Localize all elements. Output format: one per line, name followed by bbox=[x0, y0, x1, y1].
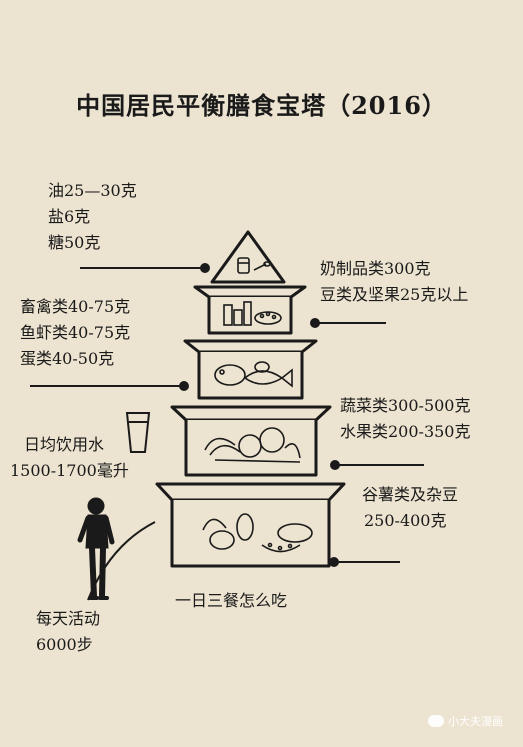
label-top-tier: 油25—30克 盐6克 糖50克 bbox=[48, 178, 137, 256]
label-activity: 每天活动 6000步 bbox=[36, 606, 100, 658]
caption: 一日三餐怎么吃 bbox=[175, 591, 288, 610]
pagoda-tier4-cap bbox=[170, 405, 332, 422]
pagoda-base-cap bbox=[155, 482, 346, 502]
label-meat: 畜禽类40-75克 bbox=[20, 297, 131, 316]
label-dairy: 奶制品类300克 bbox=[320, 259, 431, 278]
milk-beans-icon bbox=[223, 301, 282, 326]
label-base: 谷薯类及杂豆 250-400克 bbox=[362, 482, 458, 534]
watermark: 小大夫漫画 bbox=[428, 713, 503, 729]
label-grains: 谷薯类及杂豆 bbox=[362, 485, 459, 504]
food-sketches bbox=[202, 257, 313, 553]
label-water-amount: 1500-1700毫升 bbox=[10, 461, 129, 480]
label-fish: 鱼虾类40-75克 bbox=[20, 323, 131, 342]
path-curve bbox=[87, 521, 156, 601]
label-water: 日均饮用水 1500-1700毫升 bbox=[10, 432, 129, 484]
pagoda-tier3-cap bbox=[183, 339, 318, 354]
label-vegetables: 蔬菜类300-500克 bbox=[340, 396, 471, 415]
label-grains-amount: 250-400克 bbox=[364, 511, 447, 530]
label-beans-nuts: 豆类及坚果25克以上 bbox=[320, 285, 469, 304]
meat-fish-egg-icon bbox=[214, 361, 293, 388]
label-tier3: 畜禽类40-75克 鱼虾类40-75克 蛋类40-50克 bbox=[20, 294, 130, 372]
water-glass-icon bbox=[125, 412, 151, 453]
oil-salt-icon bbox=[237, 257, 271, 274]
label-water-title: 日均饮用水 bbox=[24, 435, 105, 454]
watermark-text: 小大夫漫画 bbox=[448, 715, 503, 728]
label-salt: 盐6克 bbox=[48, 207, 91, 226]
chat-icon bbox=[428, 715, 444, 727]
grains-tubers-icon bbox=[202, 513, 313, 553]
label-tier2: 奶制品类300克 豆类及坚果25克以上 bbox=[320, 256, 468, 308]
pagoda-tier2-cap bbox=[193, 285, 307, 299]
label-activity-title: 每天活动 bbox=[36, 609, 101, 628]
label-tier4: 蔬菜类300-500克 水果类200-350克 bbox=[340, 393, 471, 445]
pagoda-top-roof bbox=[210, 230, 286, 284]
pagoda-base-body bbox=[170, 500, 331, 568]
label-egg: 蛋类40-50克 bbox=[20, 349, 115, 368]
vegetables-fruit-icon bbox=[204, 427, 301, 463]
label-fruit: 水果类200-350克 bbox=[340, 422, 471, 441]
page-title: 中国居民平衡膳食宝塔（2016） bbox=[76, 91, 447, 120]
label-sugar: 糖50克 bbox=[48, 233, 101, 252]
label-activity-steps: 6000步 bbox=[36, 635, 93, 654]
label-oil: 油25—30克 bbox=[48, 181, 137, 200]
